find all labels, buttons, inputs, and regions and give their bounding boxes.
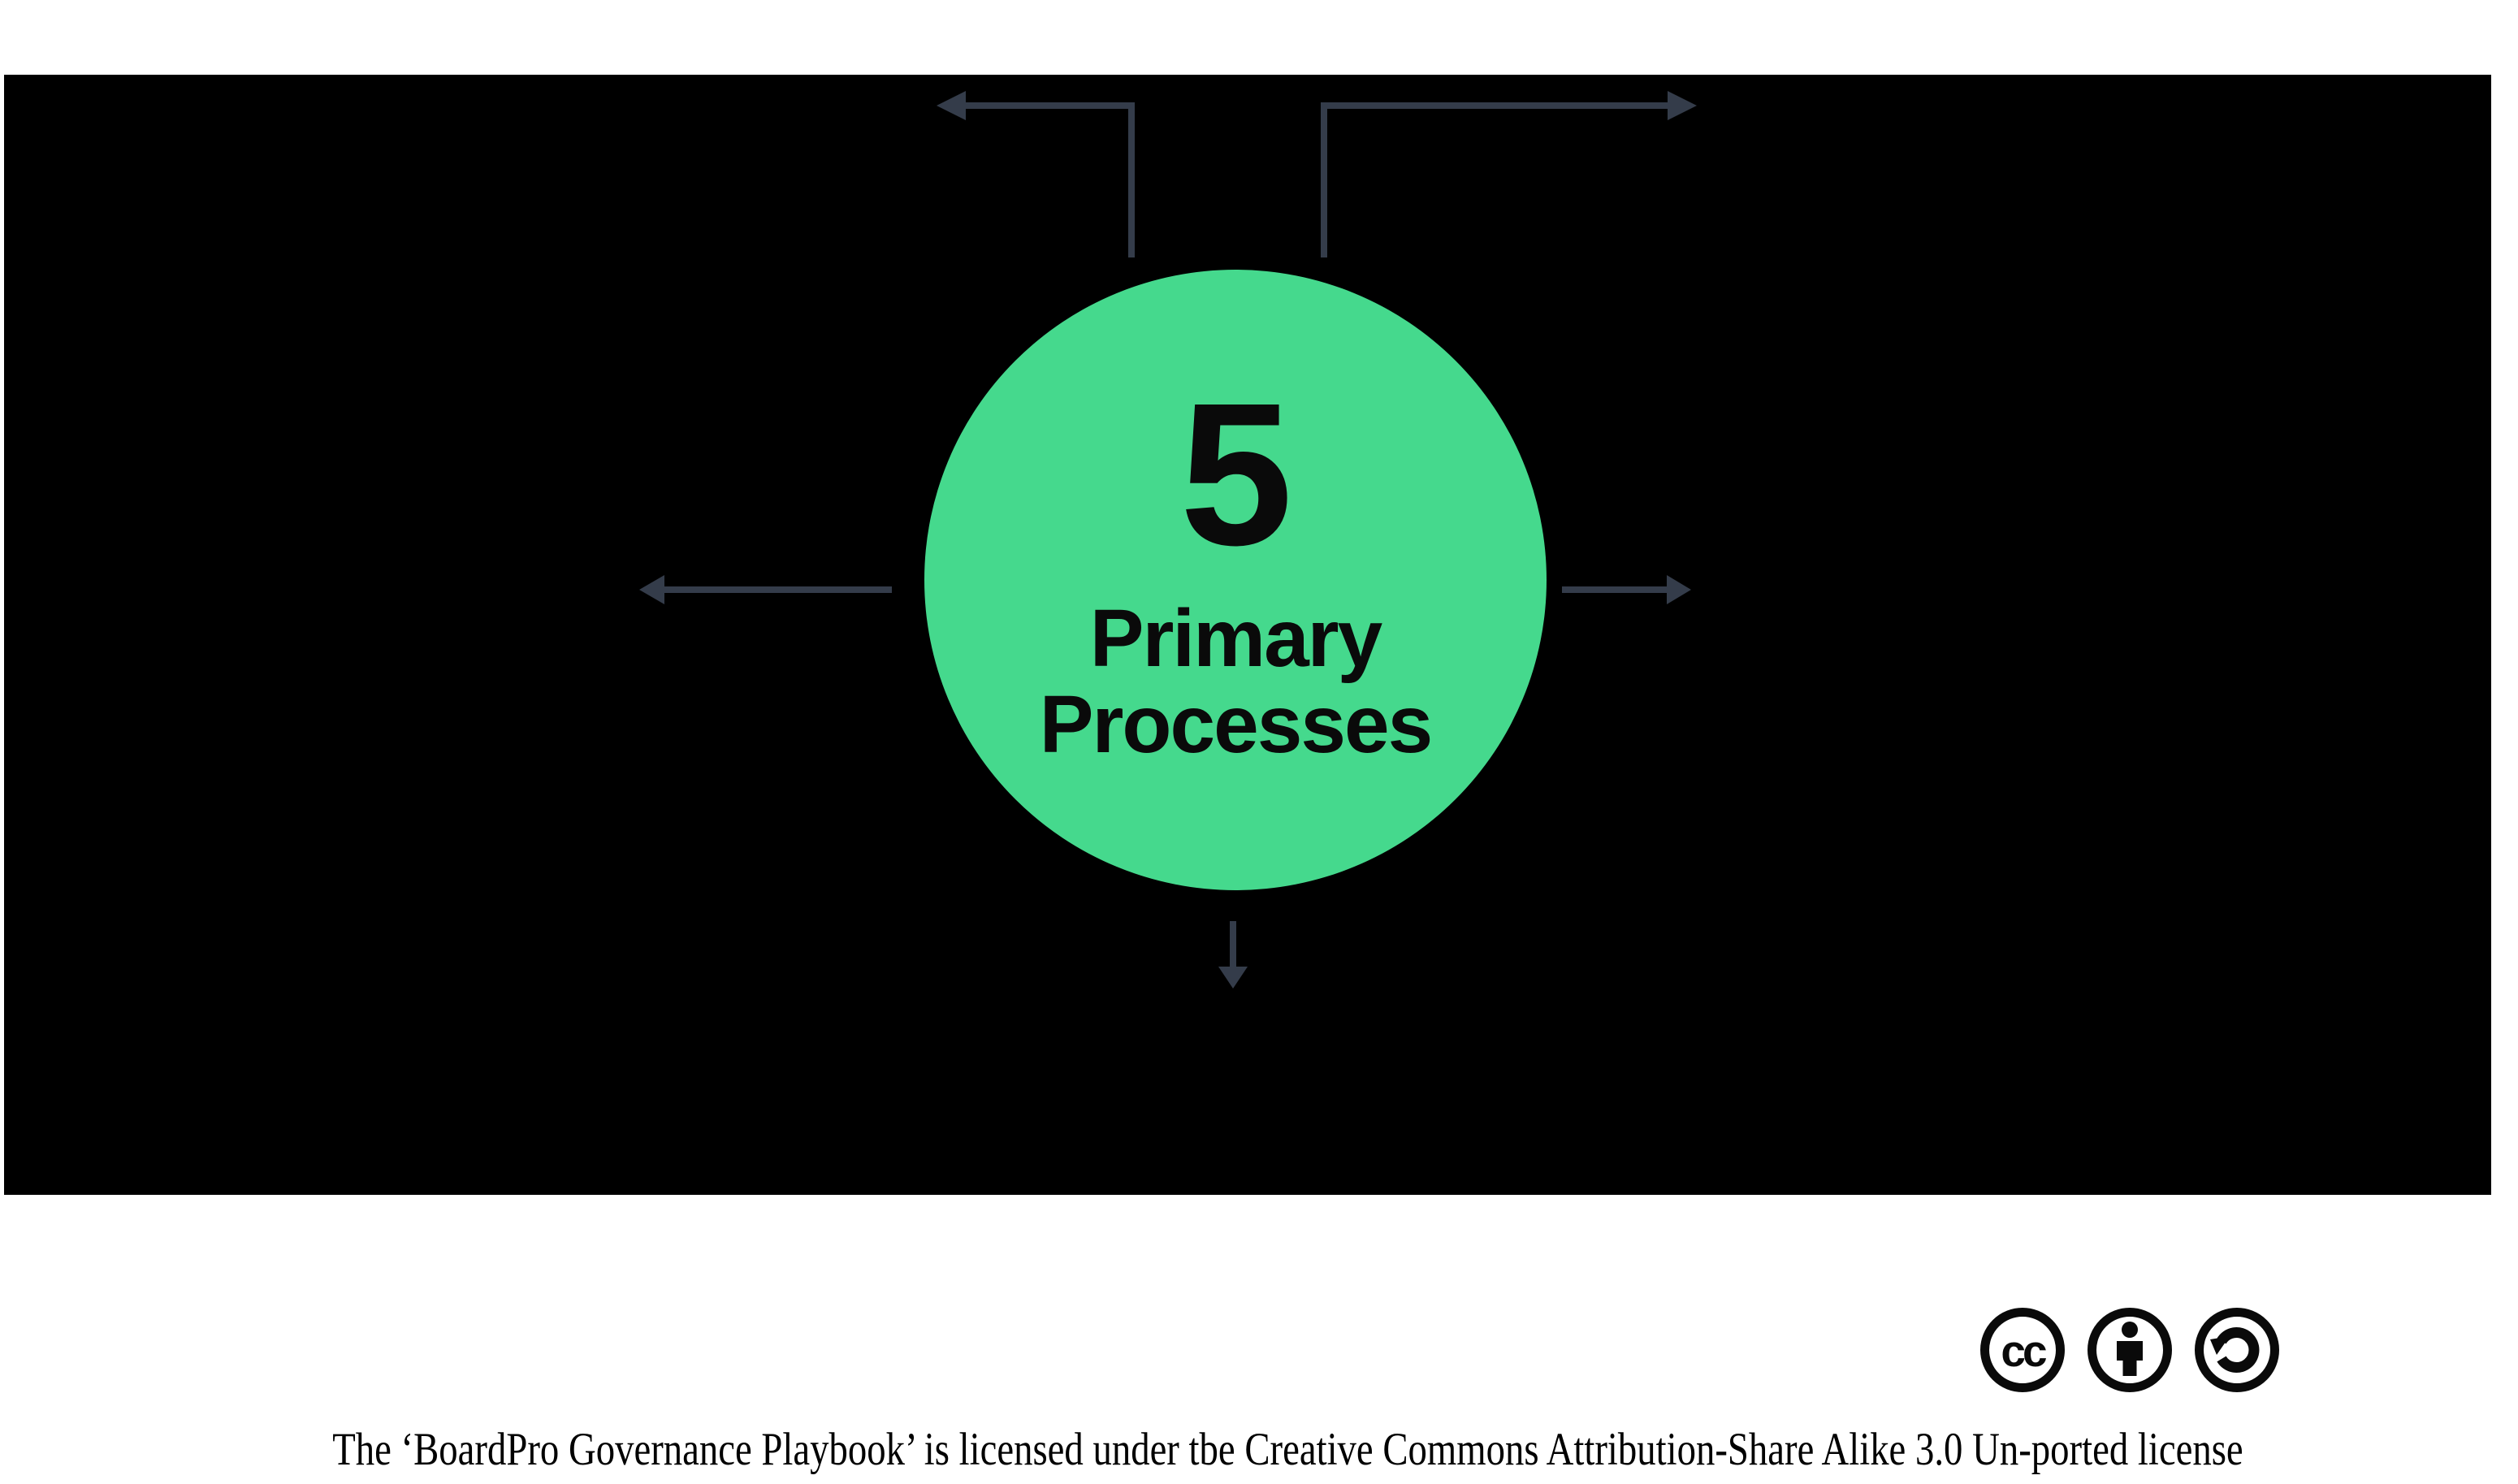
- circle-label-line1: Primary: [1089, 593, 1382, 684]
- license-line: The ‘BoardPro Governance Playbook’ is li…: [28, 1423, 2518, 1477]
- primary-processes-circle: 5 Primary Processes: [924, 270, 1547, 890]
- circle-content: 5 Primary Processes: [1039, 361, 1433, 770]
- share-alike-icon: [2195, 1308, 2279, 1392]
- circle-label: Primary Processes: [1039, 593, 1433, 770]
- cc-icon-letters: cc: [2001, 1326, 2046, 1376]
- cc-icon: cc: [1980, 1308, 2065, 1392]
- circle-label-line2: Processes: [1039, 679, 1433, 770]
- attribution-icon: [2088, 1308, 2172, 1392]
- creative-commons-badges: cc: [1979, 1306, 2281, 1394]
- process-count: 5: [1179, 361, 1292, 587]
- license-text: The ‘BoardPro Governance Playbook’ is li…: [331, 1424, 2243, 1475]
